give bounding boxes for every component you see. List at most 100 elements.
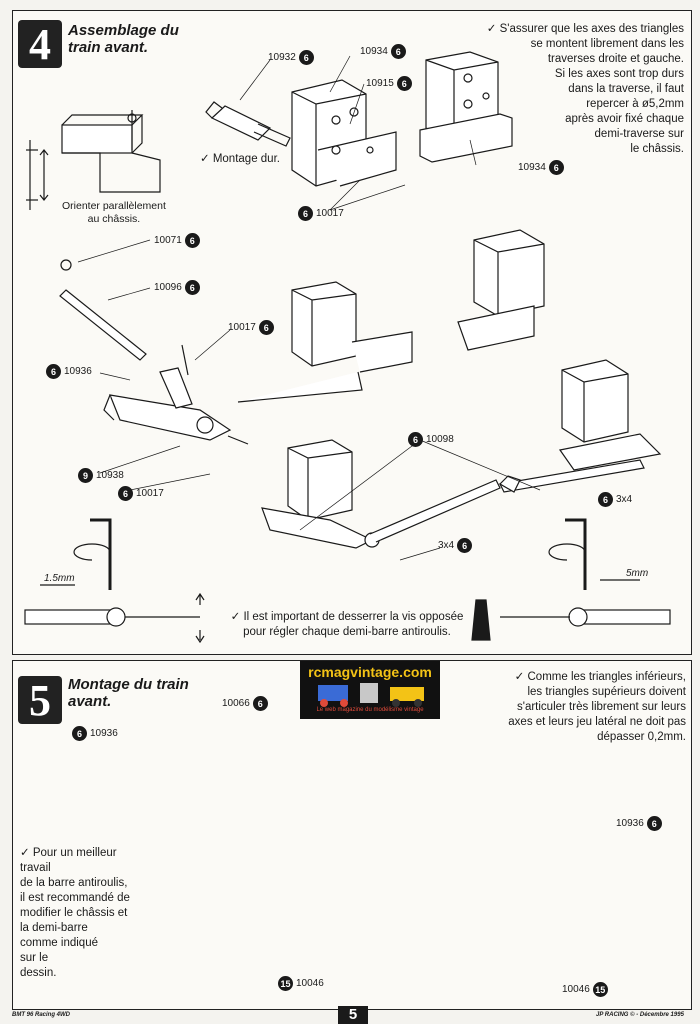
step-5-number: 5 xyxy=(18,676,62,725)
axle-part-10932 xyxy=(205,101,301,147)
step-5-title: Montage du train avant. xyxy=(68,676,189,710)
note-axes-line: dans la traverse, il faut xyxy=(568,83,684,95)
part-label-10017b: 10017 6 xyxy=(228,320,274,335)
note-barre-line: il est recommandé de xyxy=(20,892,130,904)
logo-title: rcmagvintage.com xyxy=(308,664,432,680)
part-number: 10017 xyxy=(316,207,344,219)
step-5-title-line1: Montage du train xyxy=(68,676,189,693)
part-label-3x4-right: 6 3x4 xyxy=(598,492,632,507)
antiroll-adjustment xyxy=(24,518,671,644)
note-axes-line: ✓ S'assurer que les axes des triangles xyxy=(486,23,684,35)
part-number: 10071 xyxy=(154,234,182,246)
wishbone-left xyxy=(103,344,249,445)
part-number: 10936 xyxy=(90,727,118,739)
step-5-note-barre: ✓ Pour un meilleur travail de la barre a… xyxy=(20,846,150,981)
part-badge: 6 xyxy=(298,50,314,65)
part-label-10932: 10932 6 xyxy=(268,50,314,65)
page-number: 5 xyxy=(338,1006,368,1024)
note-axes-line: traverses droite et gauche. xyxy=(547,53,684,65)
note-axes-line: après avoir fixé chaque xyxy=(565,113,684,125)
part-number: 10066 xyxy=(222,697,250,709)
part-label-10938: 9 10938 xyxy=(78,468,124,483)
step-5-title-line2: avant. xyxy=(68,693,112,710)
step-5-note-triangles: ✓ Comme les triangles inférieurs, les tr… xyxy=(452,670,686,745)
note-axes-line: Si les axes sont trop durs xyxy=(554,68,684,80)
part-label-10096: 10096 6 xyxy=(154,280,200,295)
part-badge: 6 xyxy=(184,233,200,248)
upright-block-right xyxy=(419,51,513,163)
part-badge: 6 xyxy=(598,492,613,507)
leader-lines-4 xyxy=(77,55,541,561)
part-badge: 6 xyxy=(298,206,313,221)
step-4-title-line2: train avant. xyxy=(68,39,149,56)
part-number: 3x4 xyxy=(438,539,455,551)
part-label-10071: 10071 6 xyxy=(154,233,200,248)
dim-right-label: 5mm xyxy=(626,568,649,579)
note-barre-line: sur le xyxy=(20,952,49,964)
part-number: 3x4 xyxy=(616,493,633,505)
note-orienter-line: Orienter parallèlement xyxy=(62,200,166,212)
part-label-10936-left: 6 10936 xyxy=(72,726,118,741)
part-label-10017c: 6 10017 xyxy=(118,486,164,501)
footer-left: BMT 96 Racing 4WD xyxy=(12,1012,71,1018)
part-number: 10936 xyxy=(616,817,644,829)
part-badge: 6 xyxy=(408,432,423,447)
step-4-number: 4 xyxy=(18,20,62,69)
step-4-note-montage: ✓ Montage dur. xyxy=(200,153,280,165)
part-number: 10915 xyxy=(366,77,394,89)
note-orienter-line: au châssis. xyxy=(87,213,141,225)
part-badge: 15 xyxy=(592,982,608,997)
footer-right: JP RACING © - Décembre 1995 xyxy=(596,1012,684,1018)
part-badge: 6 xyxy=(46,364,61,379)
note-barre-line: dessin. xyxy=(20,967,57,979)
note-barre-line: comme indiqué xyxy=(20,937,98,949)
upright-middle xyxy=(237,281,413,403)
note-triangles-line: dépasser 0,2mm. xyxy=(597,731,686,743)
part-badge: 6 xyxy=(184,280,200,295)
note-axes-line: repercer à ø5,2mm xyxy=(586,98,684,110)
note-triangles-line: axes et leurs jeu latéral ne doit pas xyxy=(508,716,686,728)
part-number: 10046 xyxy=(296,977,324,989)
part-number: 10017 xyxy=(136,487,164,499)
part-number: 10098 xyxy=(426,433,454,445)
part-badge: 9 xyxy=(78,468,93,483)
note-barre-line: ✓ Pour un meilleur travail xyxy=(20,847,117,874)
dim-left-label: 1.5mm xyxy=(44,573,75,584)
note-axes-line: le châssis. xyxy=(630,143,684,155)
note-axes-line: se montent librement dans les xyxy=(530,38,684,50)
part-label-10934b: 10934 6 xyxy=(518,160,564,175)
part-badge: 6 xyxy=(258,320,274,335)
note-axes-line: demi-traverse sur xyxy=(594,128,684,140)
part-label-10098: 6 10098 xyxy=(408,432,454,447)
step-4-note-orienter: Orienter parallèlement au châssis. xyxy=(62,200,166,226)
part-badge: 6 xyxy=(548,160,564,175)
part-badge: 6 xyxy=(457,538,473,553)
part-number: 10934 xyxy=(518,161,546,173)
part-label-10017a: 6 10017 xyxy=(298,206,344,221)
note-desserrer-line: ✓ Il est important de desserrer la vis o… xyxy=(230,611,464,623)
long-axle-10096 xyxy=(59,259,147,361)
logo-subtitle: Le web magazine du modélisme vintage xyxy=(316,707,424,713)
part-label-3x4-center: 3x4 6 xyxy=(438,538,473,553)
part-label-10936-right: 10936 6 xyxy=(616,816,662,831)
part-number: 10934 xyxy=(360,45,388,57)
part-number: 10938 xyxy=(96,469,124,481)
part-badge: 6 xyxy=(252,696,268,711)
part-badge: 15 xyxy=(278,976,293,991)
part-label-10936: 6 10936 xyxy=(46,364,92,379)
step-4-title-line1: Assemblage du xyxy=(68,22,179,39)
part-label-10046-right: 10046 15 xyxy=(562,982,608,997)
orientation-sketch xyxy=(26,110,161,210)
part-number: 10932 xyxy=(268,51,296,63)
note-triangles-line: ✓ Comme les triangles inférieurs, xyxy=(514,671,686,683)
part-badge: 6 xyxy=(396,76,412,91)
part-label-10046-left: 15 10046 xyxy=(278,976,324,991)
part-label-10934: 10934 6 xyxy=(360,44,406,59)
note-desserrer-line: pour régler chaque demi-barre antiroulis… xyxy=(243,626,451,638)
part-badge: 6 xyxy=(118,486,133,501)
site-logo: rcmagvintage.com Le web magazine du modé… xyxy=(300,661,440,719)
upright-block-10934 xyxy=(291,79,397,187)
part-badge: 6 xyxy=(646,816,662,831)
step-4-title: Assemblage du train avant. xyxy=(68,22,179,56)
part-number: 10936 xyxy=(64,365,92,377)
